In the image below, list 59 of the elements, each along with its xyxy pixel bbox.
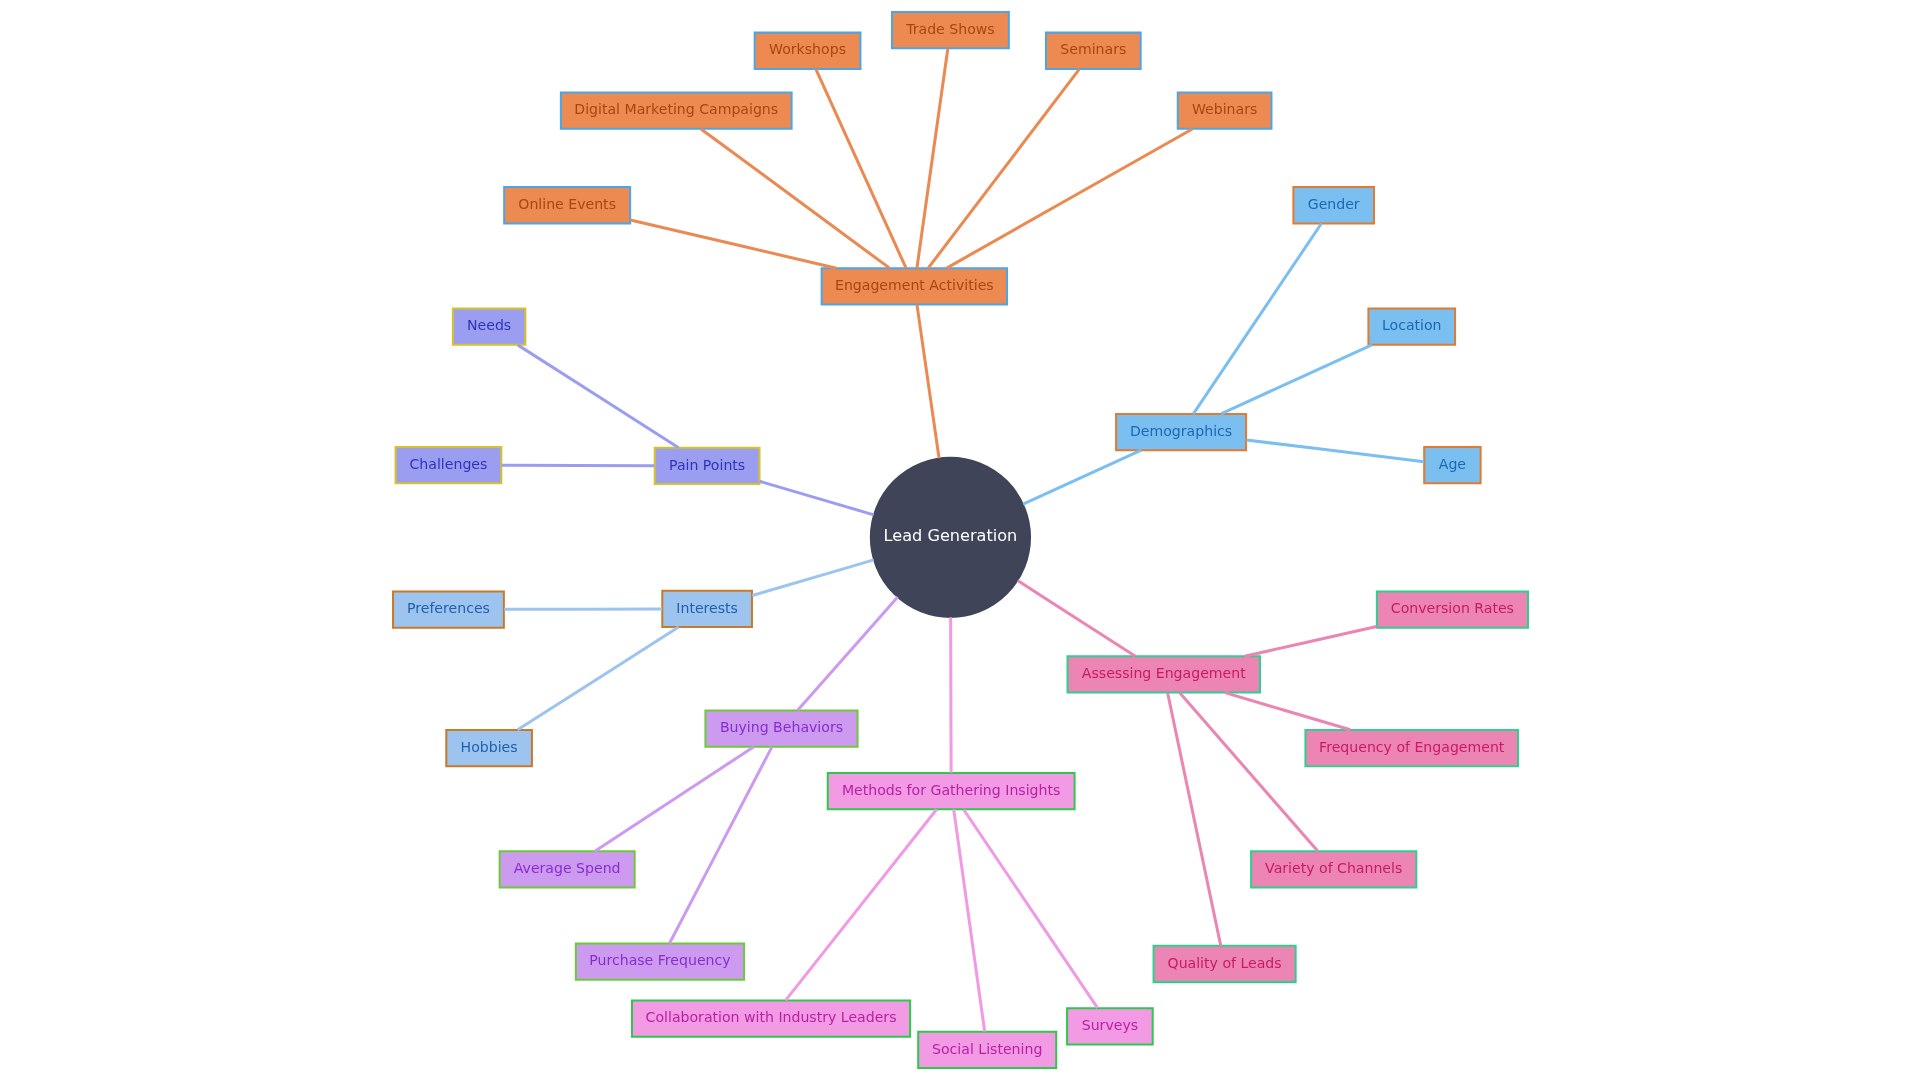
connector [948,617,953,773]
node-box: Conversion Rates [1375,590,1529,629]
node-box: Methods for Gathering Insights [826,771,1076,811]
connector [1219,343,1373,416]
connector [915,304,941,459]
node-box: Frequency of Engagement [1303,728,1519,768]
node-box: Location [1366,307,1456,346]
node-box: Collaboration with Industry Leaders [630,999,911,1038]
node-box: Assessing Engagement [1066,655,1261,694]
connector [1245,438,1424,464]
node-box: Buying Behaviors [703,709,859,748]
node-box: Digital Marketing Campaigns [559,91,793,130]
connector [699,127,890,270]
connector [926,68,1081,269]
node-circle: Lead Generation [869,456,1031,618]
connector [951,809,986,1032]
connector [1021,448,1142,506]
node-box: Variety of Channels [1249,850,1417,889]
node-box: Hobbies [444,728,533,768]
connector [961,808,1099,1009]
node-box: Average Spend [498,850,636,889]
node-box: Engagement Activities [820,267,1008,306]
node-box: Purchase Frequency [574,942,745,981]
connector [500,463,654,468]
node-box: Online Events [502,186,631,225]
node-box: Webinars [1176,91,1272,130]
connector [516,343,679,449]
connector [593,745,754,853]
connector [1016,579,1136,658]
connector [758,479,874,517]
connector [751,558,874,597]
connector [796,596,899,712]
connector [814,68,907,269]
node-box: Quality of Leads [1152,944,1297,984]
connector [667,746,773,945]
node-box: Seminars [1044,31,1142,70]
node-box: Gender [1291,186,1375,225]
connector [1178,691,1319,853]
node-box: Workshops [753,31,861,70]
node-box: Surveys [1065,1007,1154,1046]
node-box: Interests [660,589,753,628]
connector [1165,692,1222,946]
node-box: Demographics [1114,412,1247,452]
node-box: Preferences [391,590,505,629]
connector [516,625,679,732]
connector [629,218,837,270]
connector [945,127,1193,270]
connector [503,607,662,611]
node-box: Challenges [394,446,502,485]
node-box: Age [1422,446,1482,485]
node-box: Needs [451,307,526,346]
connector [1224,691,1351,732]
connector [914,48,949,269]
node-box: Pain Points [653,446,761,486]
connector [1191,222,1323,415]
node-box: Social Listening [916,1030,1057,1069]
connector [783,808,938,1002]
node-box: Trade Shows [890,11,1010,50]
connector [1243,625,1377,658]
